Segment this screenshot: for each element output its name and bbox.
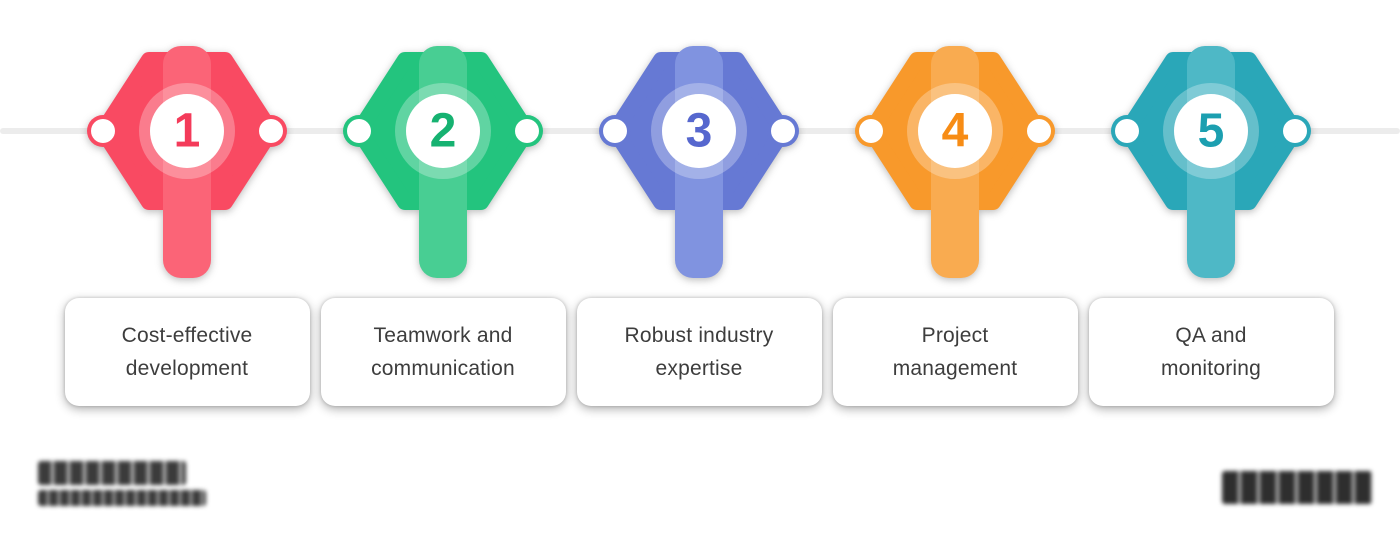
timeline-right-dot [259,119,283,143]
timeline-right-dot [771,119,795,143]
step-marker-badge-icon: 1 [87,46,287,278]
step-label-2: Teamwork and communication [371,324,515,380]
brand-logo-right-wordmark-icon [1222,471,1372,504]
timeline-right-dot [1283,119,1307,143]
timeline-left-dot [91,119,115,143]
step-card: Project management [832,298,1078,406]
step-card: Cost-effective development [64,298,310,406]
step-number: 5 [1198,105,1225,158]
brand-logo-left-wordmark-icon [38,461,186,485]
step-card: QA and monitoring [1088,298,1334,406]
step-number: 2 [430,105,457,158]
step-number: 4 [942,105,969,158]
step-number: 3 [686,105,713,158]
badge-number-circle [662,94,736,168]
brand-logo-right [1222,471,1372,504]
timeline-left-dot [347,119,371,143]
badge-number-circle [1174,94,1248,168]
step-label-4: Project management [892,324,1018,380]
step-marker-badge-icon: 3 [599,46,799,278]
step-card: Robust industry expertise [576,298,822,406]
timeline-left-dot [603,119,627,143]
step-marker-badge-icon: 5 [1111,46,1311,278]
timeline-left-dot [859,119,883,143]
timeline-right-dot [1027,119,1051,143]
step-card: Teamwork and communication [320,298,566,406]
badge-number-circle [406,94,480,168]
brand-logo-left-tagline-icon [38,490,206,506]
step-label-3: Robust industry expertise [624,324,774,380]
step-marker-badge-icon: 2 [343,46,543,278]
step-label-5: QA and monitoring [1160,324,1262,380]
timeline-left-dot [1115,119,1139,143]
step-marker-badge-icon: 4 [855,46,1055,278]
step-number: 1 [174,105,201,158]
step-label-1: Cost-effective development [121,324,253,380]
badge-number-circle [918,94,992,168]
badge-number-circle [150,94,224,168]
timeline-right-dot [515,119,539,143]
brand-logo-left [38,461,206,506]
